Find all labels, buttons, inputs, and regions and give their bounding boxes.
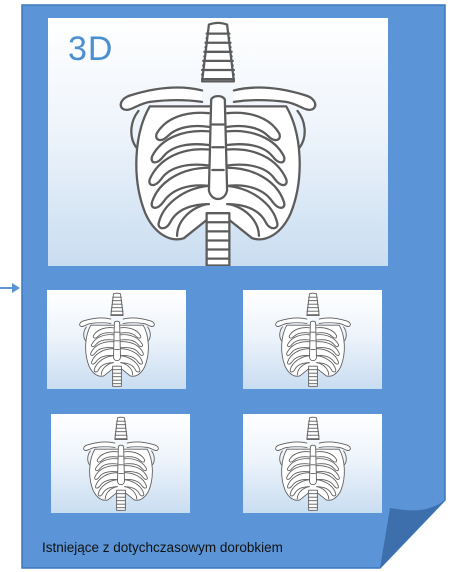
thumbnail-image-4 [243,414,382,513]
ribcage-thumbnail-icon [243,290,382,389]
main-image-label: 3D [68,30,113,69]
ribcage-thumbnail-icon [243,414,382,513]
ribcage-thumbnail-icon [51,414,190,513]
connector-arrow-icon [0,282,20,294]
thumbnail-image-3 [51,414,190,513]
card-caption: Istniejące z dotychczasowym dorobkiem [42,540,283,555]
thumbnail-image-2 [243,290,382,389]
thumbnail-image-1 [47,290,186,389]
ribcage-thumbnail-icon [47,290,186,389]
